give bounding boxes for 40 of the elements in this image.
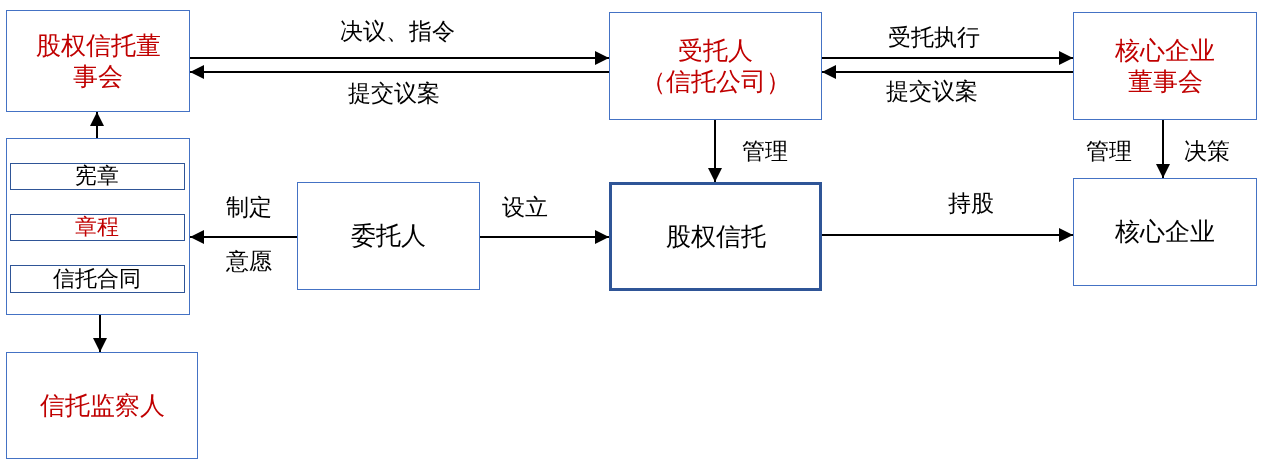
arrow <box>90 111 104 139</box>
process-box <box>609 182 822 291</box>
arrow <box>189 51 610 65</box>
arrow <box>189 230 298 244</box>
process-box <box>297 182 480 290</box>
process-box <box>609 12 822 120</box>
box-label: 委托人 <box>351 220 426 252</box>
edge-label: 制定 <box>226 194 272 222</box>
arrow <box>708 119 722 183</box>
box-label: 信托合同 <box>53 264 141 293</box>
box-label: 宪章 <box>75 162 119 190</box>
box-label: （信托公司） <box>640 66 791 98</box>
process-box <box>6 10 190 112</box>
edge-label: 提交议案 <box>348 80 440 108</box>
arrow <box>1156 119 1170 179</box>
edge-label: 受托执行 <box>888 24 980 52</box>
edge-label: 决议、指令 <box>340 18 455 46</box>
edge-label: 提交议案 <box>886 78 978 106</box>
arrow <box>189 65 610 79</box>
box-label: 核心企业董事会 <box>1114 34 1216 98</box>
box-label: 核心企业 <box>1115 216 1215 248</box>
arrow <box>479 230 610 244</box>
group-box <box>6 138 190 315</box>
process-box <box>9 162 185 190</box>
box-label: 信托监察人 <box>39 389 165 422</box>
arrow <box>821 65 1074 79</box>
arrow <box>821 228 1074 242</box>
process-box <box>1073 178 1257 286</box>
process-box <box>1073 12 1257 120</box>
box-label: 股权信托 <box>665 220 766 253</box>
arrow <box>93 314 107 353</box>
box-label: 股权信托董事会 <box>34 29 162 93</box>
box-label: 受托人 <box>678 34 753 66</box>
annotation-label: 意愿 <box>226 248 272 276</box>
box-label: 章程 <box>75 213 119 241</box>
edge-label: 持股 <box>948 190 994 218</box>
process-box <box>9 264 185 293</box>
process-box <box>6 352 198 459</box>
arrow <box>821 51 1074 65</box>
process-box <box>9 213 185 241</box>
